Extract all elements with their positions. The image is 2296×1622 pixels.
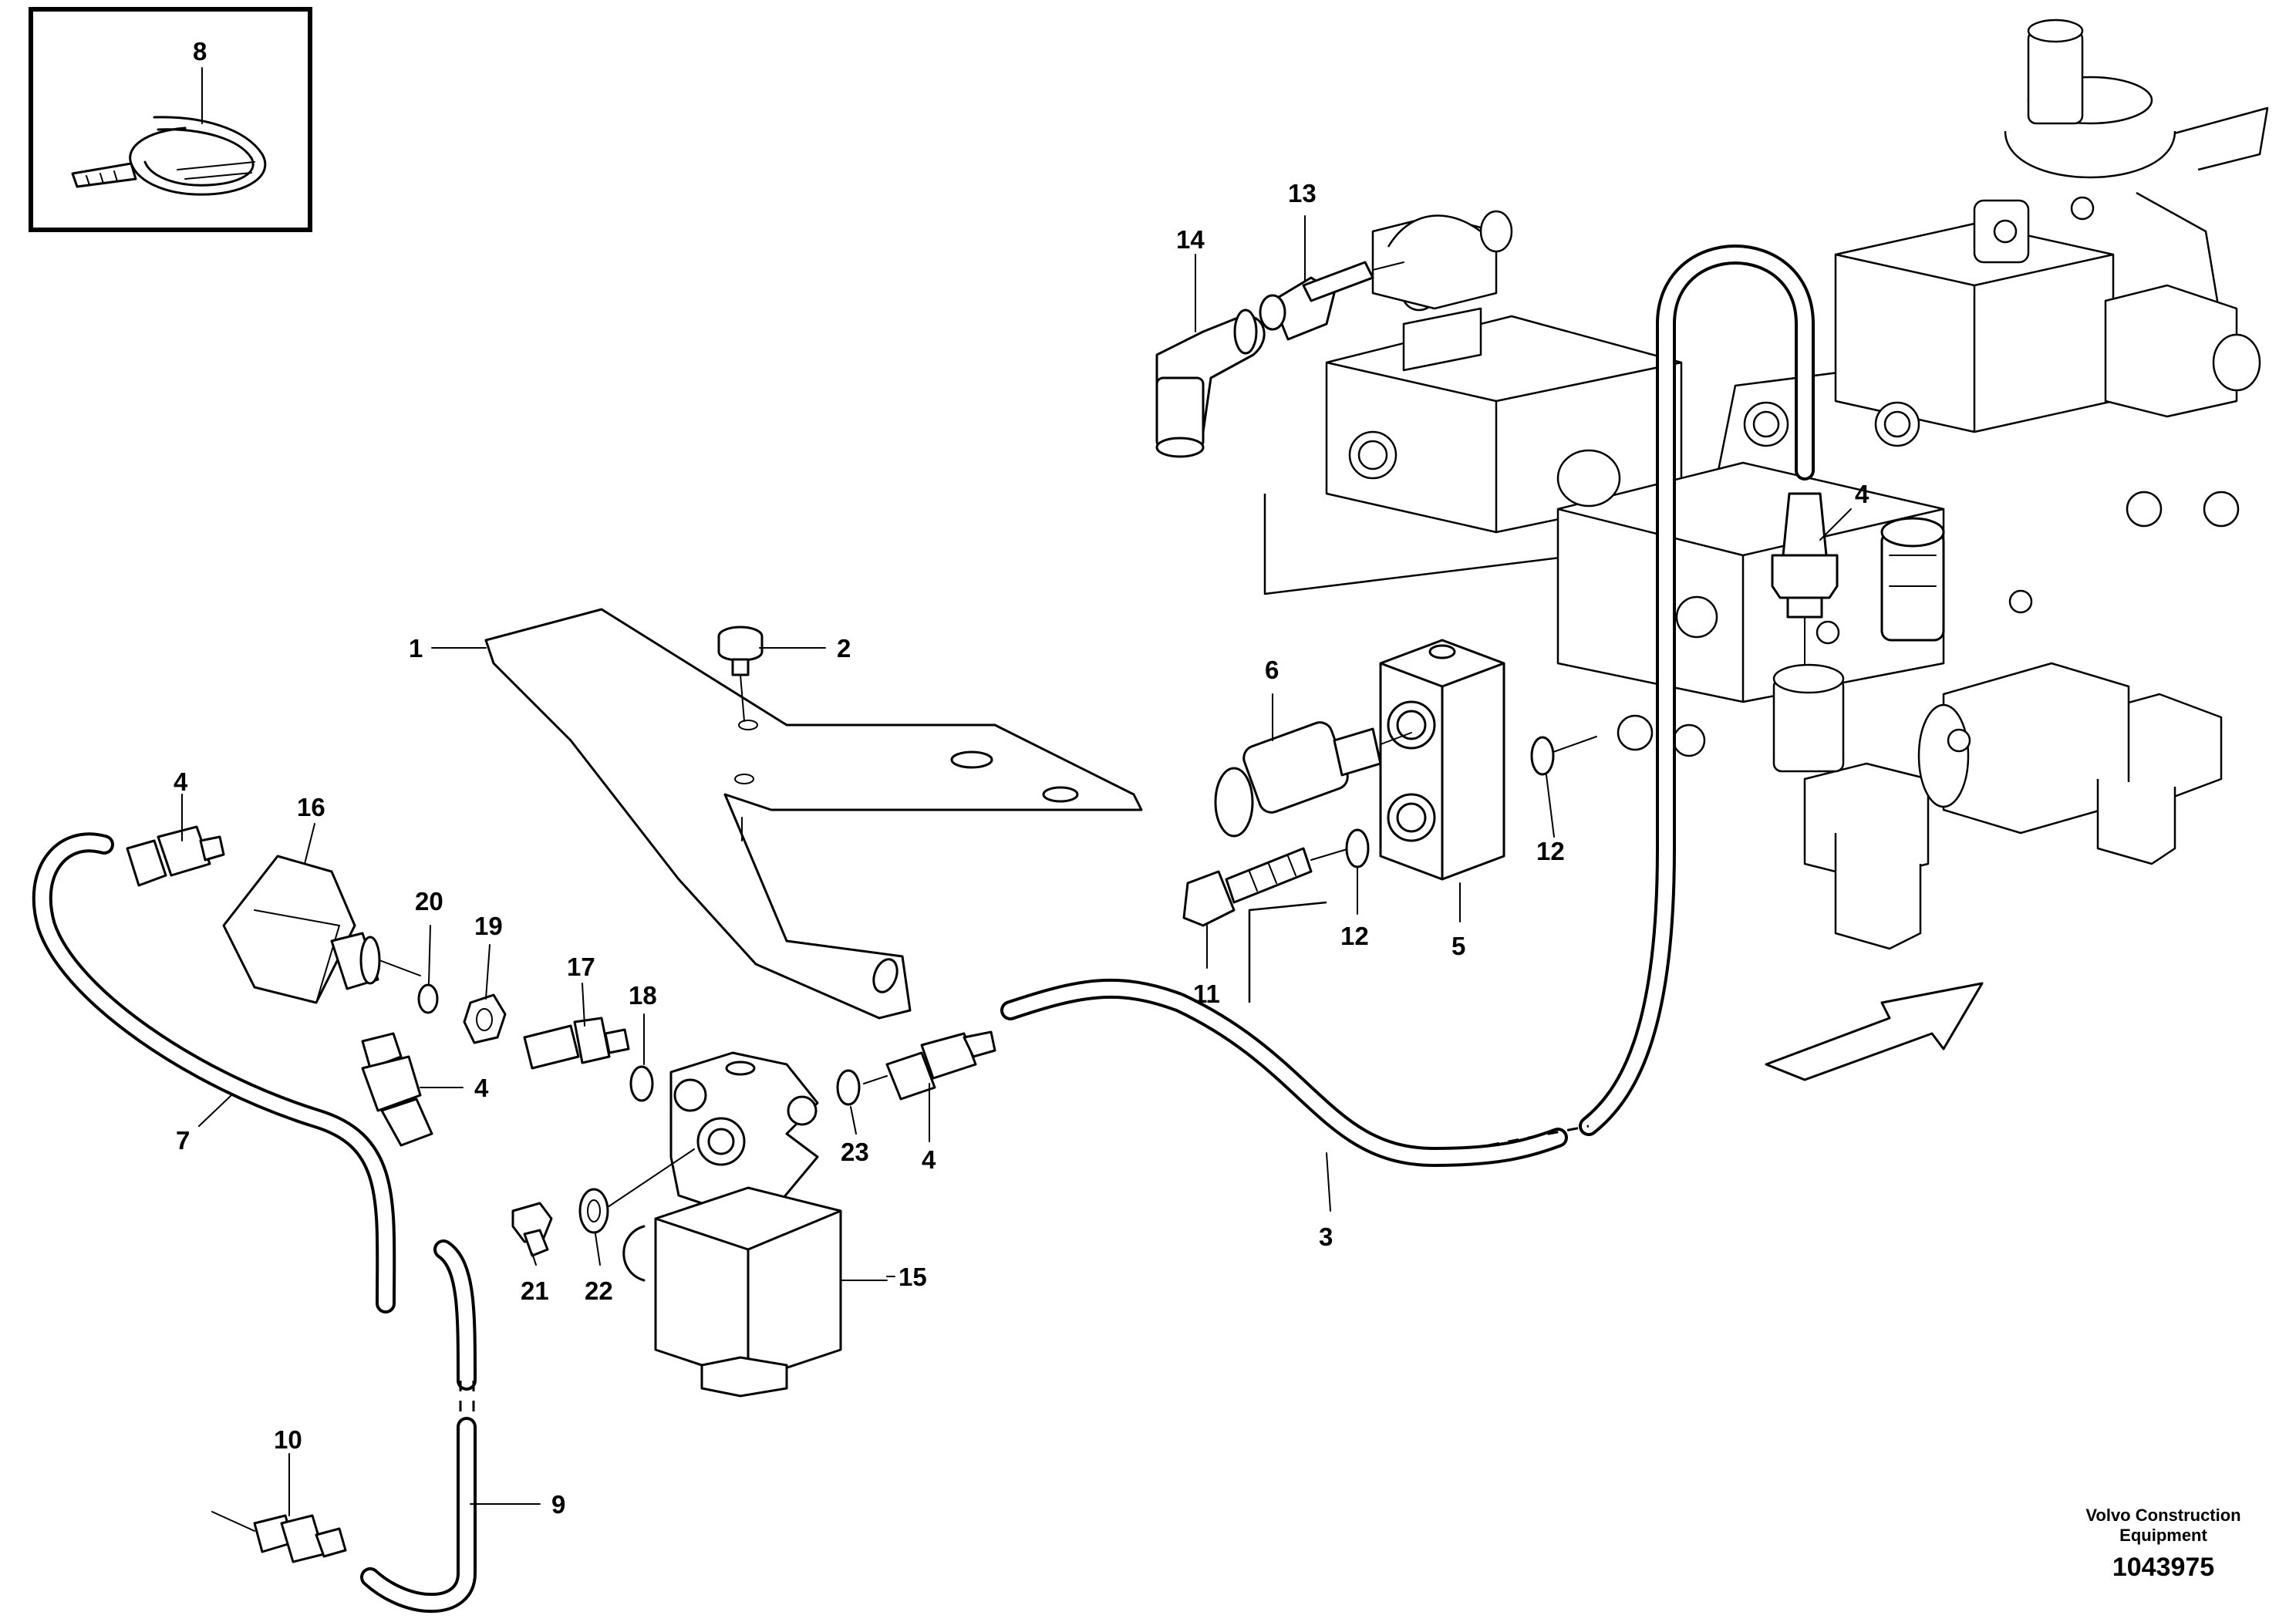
callout-4: 4	[474, 1074, 489, 1102]
seal-18	[629, 1065, 654, 1102]
pressure-sensor-block	[1880, 517, 1945, 642]
fitting-10	[211, 1511, 347, 1563]
leader-lines	[181, 215, 1852, 1516]
cable-tie-icon	[71, 116, 267, 196]
fitting-13	[1259, 261, 1404, 341]
callout-21: 21	[521, 1276, 549, 1305]
callout-3: 3	[1319, 1222, 1333, 1251]
callout-20: 20	[415, 887, 443, 916]
seal-washer-12	[1345, 736, 1597, 868]
hose-3	[1000, 978, 1590, 1167]
washer-22	[578, 1148, 695, 1234]
callout-9: 9	[551, 1490, 565, 1519]
o-ring-20	[417, 983, 439, 1014]
callout-22: 22	[585, 1276, 613, 1305]
callout-8: 8	[193, 37, 207, 66]
plug-21	[511, 1202, 553, 1257]
fitting-4-right	[863, 1030, 996, 1101]
callout-12: 12	[1340, 922, 1369, 950]
hose-9	[360, 1239, 477, 1614]
callout-14: 14	[1176, 225, 1205, 254]
callout-23: 23	[841, 1138, 869, 1166]
banjo-bolt-11	[1182, 847, 1350, 927]
seal-23	[836, 1069, 861, 1106]
callout-16: 16	[297, 793, 325, 821]
callout-11: 11	[1193, 980, 1220, 1008]
direction-arrow-icon	[1765, 982, 1984, 1081]
callout-4: 4	[922, 1145, 936, 1174]
callout-19: 19	[474, 912, 503, 940]
callout-17: 17	[567, 953, 595, 981]
callout-10: 10	[274, 1425, 302, 1454]
hose-3-upper-loop	[1579, 244, 1815, 1136]
callout-5: 5	[1451, 932, 1465, 960]
company-name-line1: Volvo Construction	[2085, 1506, 2240, 1525]
fitting-4-lower-left	[361, 1032, 433, 1147]
elbow-fitting-14	[1155, 309, 1266, 458]
fitting-4-left	[126, 825, 225, 887]
callout-4: 4	[1855, 480, 1870, 508]
valve-block-assembly	[1248, 19, 2269, 1003]
screw-2	[717, 626, 764, 722]
hose-7	[32, 832, 396, 1313]
drawing-footer: Volvo Construction Equipment 1043975	[2085, 1506, 2240, 1582]
nipple-17	[523, 1017, 630, 1070]
callout-6: 6	[1265, 656, 1279, 684]
callout-7: 7	[176, 1126, 190, 1155]
distribution-block-5	[1379, 639, 1505, 881]
connector-6	[1214, 721, 1412, 838]
tee-fitting	[1772, 663, 1845, 773]
pressure-switch-16	[222, 855, 421, 1004]
bracket-1	[484, 608, 1143, 1020]
solenoid-valve-15	[622, 1051, 888, 1398]
callout-1: 1	[409, 634, 423, 663]
callout-labels: 1 2 3 4 4 4 4 5 6 7 8 9 10 11 12 12 13 1…	[174, 37, 1870, 1519]
nut-19	[463, 993, 507, 1044]
callout-4: 4	[174, 767, 188, 796]
company-name-line2: Equipment	[2119, 1526, 2207, 1545]
callout-12: 12	[1536, 837, 1565, 865]
drawing-number: 1043975	[2112, 1553, 2214, 1582]
cable-tie-inset	[29, 7, 312, 232]
callout-2: 2	[837, 634, 851, 663]
callout-15: 15	[899, 1263, 927, 1291]
callout-13: 13	[1288, 179, 1317, 207]
callout-18: 18	[629, 981, 657, 1010]
